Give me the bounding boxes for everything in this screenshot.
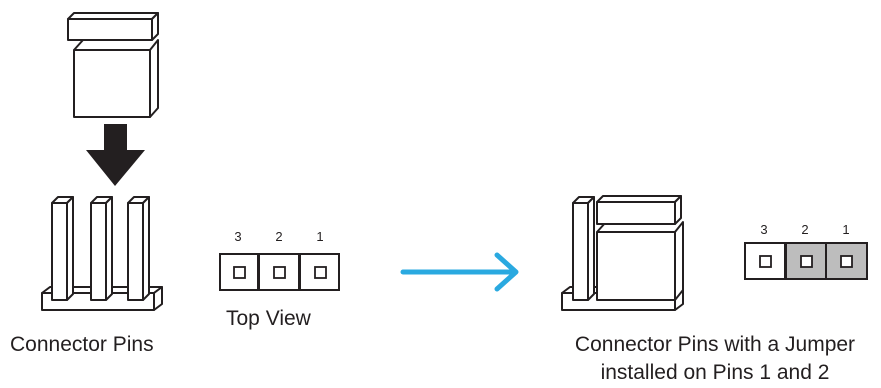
jumper-top-view-pin-number-3: 3 — [760, 222, 767, 237]
top-view-with-jumper: 3 2 1 — [744, 222, 868, 280]
jumper-caption-line-2: installed on Pins 1 and 2 — [601, 361, 830, 384]
connector-pins-side — [41, 196, 163, 311]
jumper-top-view-pin-number-2: 2 — [801, 222, 808, 237]
top-view-pin-number-3: 3 — [234, 229, 241, 244]
jumper-cap — [67, 12, 159, 118]
right-arrow-icon — [400, 252, 519, 292]
top-view: 3 2 1 Top View — [219, 229, 340, 330]
connector-pins-caption: Connector Pins — [10, 333, 154, 356]
top-view-caption: Top View — [226, 307, 312, 330]
jumper-caption-line-1: Connector Pins with a Jumper — [575, 333, 855, 356]
top-view-pin-number-1: 1 — [316, 229, 323, 244]
connector-with-jumper-side — [561, 195, 684, 311]
down-arrow-icon — [86, 124, 145, 186]
jumper-top-view-pin-number-1: 1 — [842, 222, 849, 237]
top-view-pin-number-2: 2 — [275, 229, 282, 244]
